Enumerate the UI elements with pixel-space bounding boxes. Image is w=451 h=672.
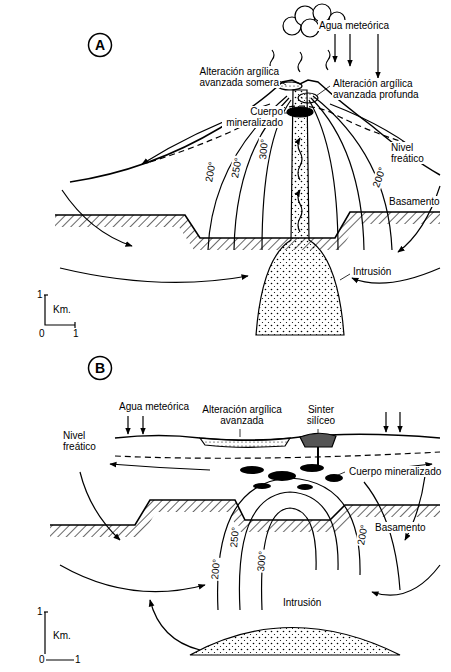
label: 1 bbox=[36, 289, 44, 300]
label: 1 bbox=[72, 328, 80, 339]
ore-body bbox=[297, 484, 313, 490]
label: Alteración argílica avanzada profunda bbox=[332, 78, 430, 100]
ore-body bbox=[287, 107, 313, 117]
flow-arrow bbox=[110, 464, 210, 470]
meteoric-arrow bbox=[399, 412, 400, 432]
ore-body bbox=[300, 464, 324, 472]
basement-line bbox=[55, 212, 440, 238]
label: 1 bbox=[36, 606, 44, 617]
label: Km. bbox=[52, 304, 72, 315]
label: 200° bbox=[203, 160, 218, 184]
panel-b bbox=[42, 412, 440, 663]
label: 300° bbox=[255, 549, 268, 573]
panel-letter: B bbox=[95, 361, 105, 375]
label: 0 bbox=[38, 328, 46, 339]
label: Agua meteórica bbox=[118, 401, 190, 412]
label: 0 bbox=[38, 654, 46, 665]
shallow-alteration bbox=[278, 82, 302, 90]
silica-sinter bbox=[300, 433, 336, 447]
circle-shape bbox=[89, 34, 112, 57]
label: 250° bbox=[229, 156, 244, 180]
water-table bbox=[115, 452, 440, 458]
label: Alteración argílica avanzada somera bbox=[186, 66, 280, 88]
isotherm bbox=[218, 478, 360, 610]
leader-line bbox=[318, 429, 319, 433]
label: Alteración argílica avanzada bbox=[200, 404, 284, 426]
flow-arrow bbox=[60, 565, 205, 592]
label: 250° bbox=[228, 525, 241, 549]
circle-shape bbox=[89, 357, 112, 380]
label: Cuerpo mineralizado bbox=[222, 106, 284, 128]
leader-line bbox=[316, 86, 330, 96]
label: Sinter silíceo bbox=[298, 404, 344, 426]
label: Basamento bbox=[374, 522, 427, 533]
isotherm bbox=[311, 98, 364, 250]
leader-line bbox=[340, 274, 350, 280]
panel-letter-circle: A bbox=[87, 32, 113, 58]
isotherm bbox=[208, 96, 287, 250]
cloud-puff bbox=[301, 19, 319, 37]
leader-line bbox=[338, 472, 345, 475]
ore-body bbox=[240, 466, 264, 474]
flow-arrow bbox=[372, 565, 440, 595]
label: 200° bbox=[355, 523, 370, 547]
isotherm bbox=[364, 482, 400, 590]
leader-line bbox=[240, 429, 241, 437]
isotherm bbox=[262, 508, 317, 610]
steam-wisp bbox=[326, 50, 330, 70]
label: Intrusión bbox=[352, 266, 392, 277]
meteoric-arrow bbox=[349, 34, 350, 66]
basement-hatch bbox=[50, 500, 440, 537]
panel-letter: A bbox=[95, 38, 105, 52]
label: Nivel freático bbox=[62, 430, 112, 452]
rising-fluid bbox=[298, 190, 302, 232]
ore-body bbox=[268, 471, 296, 481]
flow-arrow bbox=[80, 472, 120, 540]
scale-bar bbox=[45, 612, 80, 660]
scale-bar bbox=[45, 295, 75, 325]
ore-body bbox=[325, 474, 343, 482]
flow-arrow bbox=[60, 268, 248, 282]
meteoric-arrow bbox=[385, 412, 386, 432]
basement-hatch bbox=[55, 212, 440, 250]
intrusion bbox=[190, 628, 400, 656]
isotherm bbox=[309, 100, 338, 250]
label: Intrusión bbox=[282, 597, 322, 608]
label: Km. bbox=[52, 630, 72, 641]
meteoric-arrow bbox=[377, 34, 378, 78]
steam-wisp bbox=[298, 52, 302, 72]
label: Basamento bbox=[388, 196, 441, 207]
meteoric-arrow bbox=[127, 416, 128, 434]
label: 200° bbox=[209, 557, 222, 581]
flow-arrow bbox=[62, 190, 132, 246]
isotherm bbox=[239, 492, 338, 610]
label: Cuerpo mineralizado bbox=[348, 466, 442, 477]
label: 300° bbox=[257, 137, 270, 161]
label: Nivel freático bbox=[390, 142, 440, 164]
flow-arrow bbox=[150, 600, 200, 650]
ore-bodies bbox=[240, 464, 343, 490]
label: 1 bbox=[74, 654, 82, 665]
label: Agua meteórica bbox=[318, 20, 390, 31]
panel-a bbox=[42, 4, 440, 335]
isotherm bbox=[313, 96, 392, 250]
advanced-argillic-alteration bbox=[200, 438, 290, 447]
meteoric-arrow bbox=[334, 34, 335, 62]
rising-fluid bbox=[298, 138, 302, 180]
meteoric-arrow bbox=[142, 416, 143, 434]
panel-letter-circle: B bbox=[87, 355, 113, 381]
